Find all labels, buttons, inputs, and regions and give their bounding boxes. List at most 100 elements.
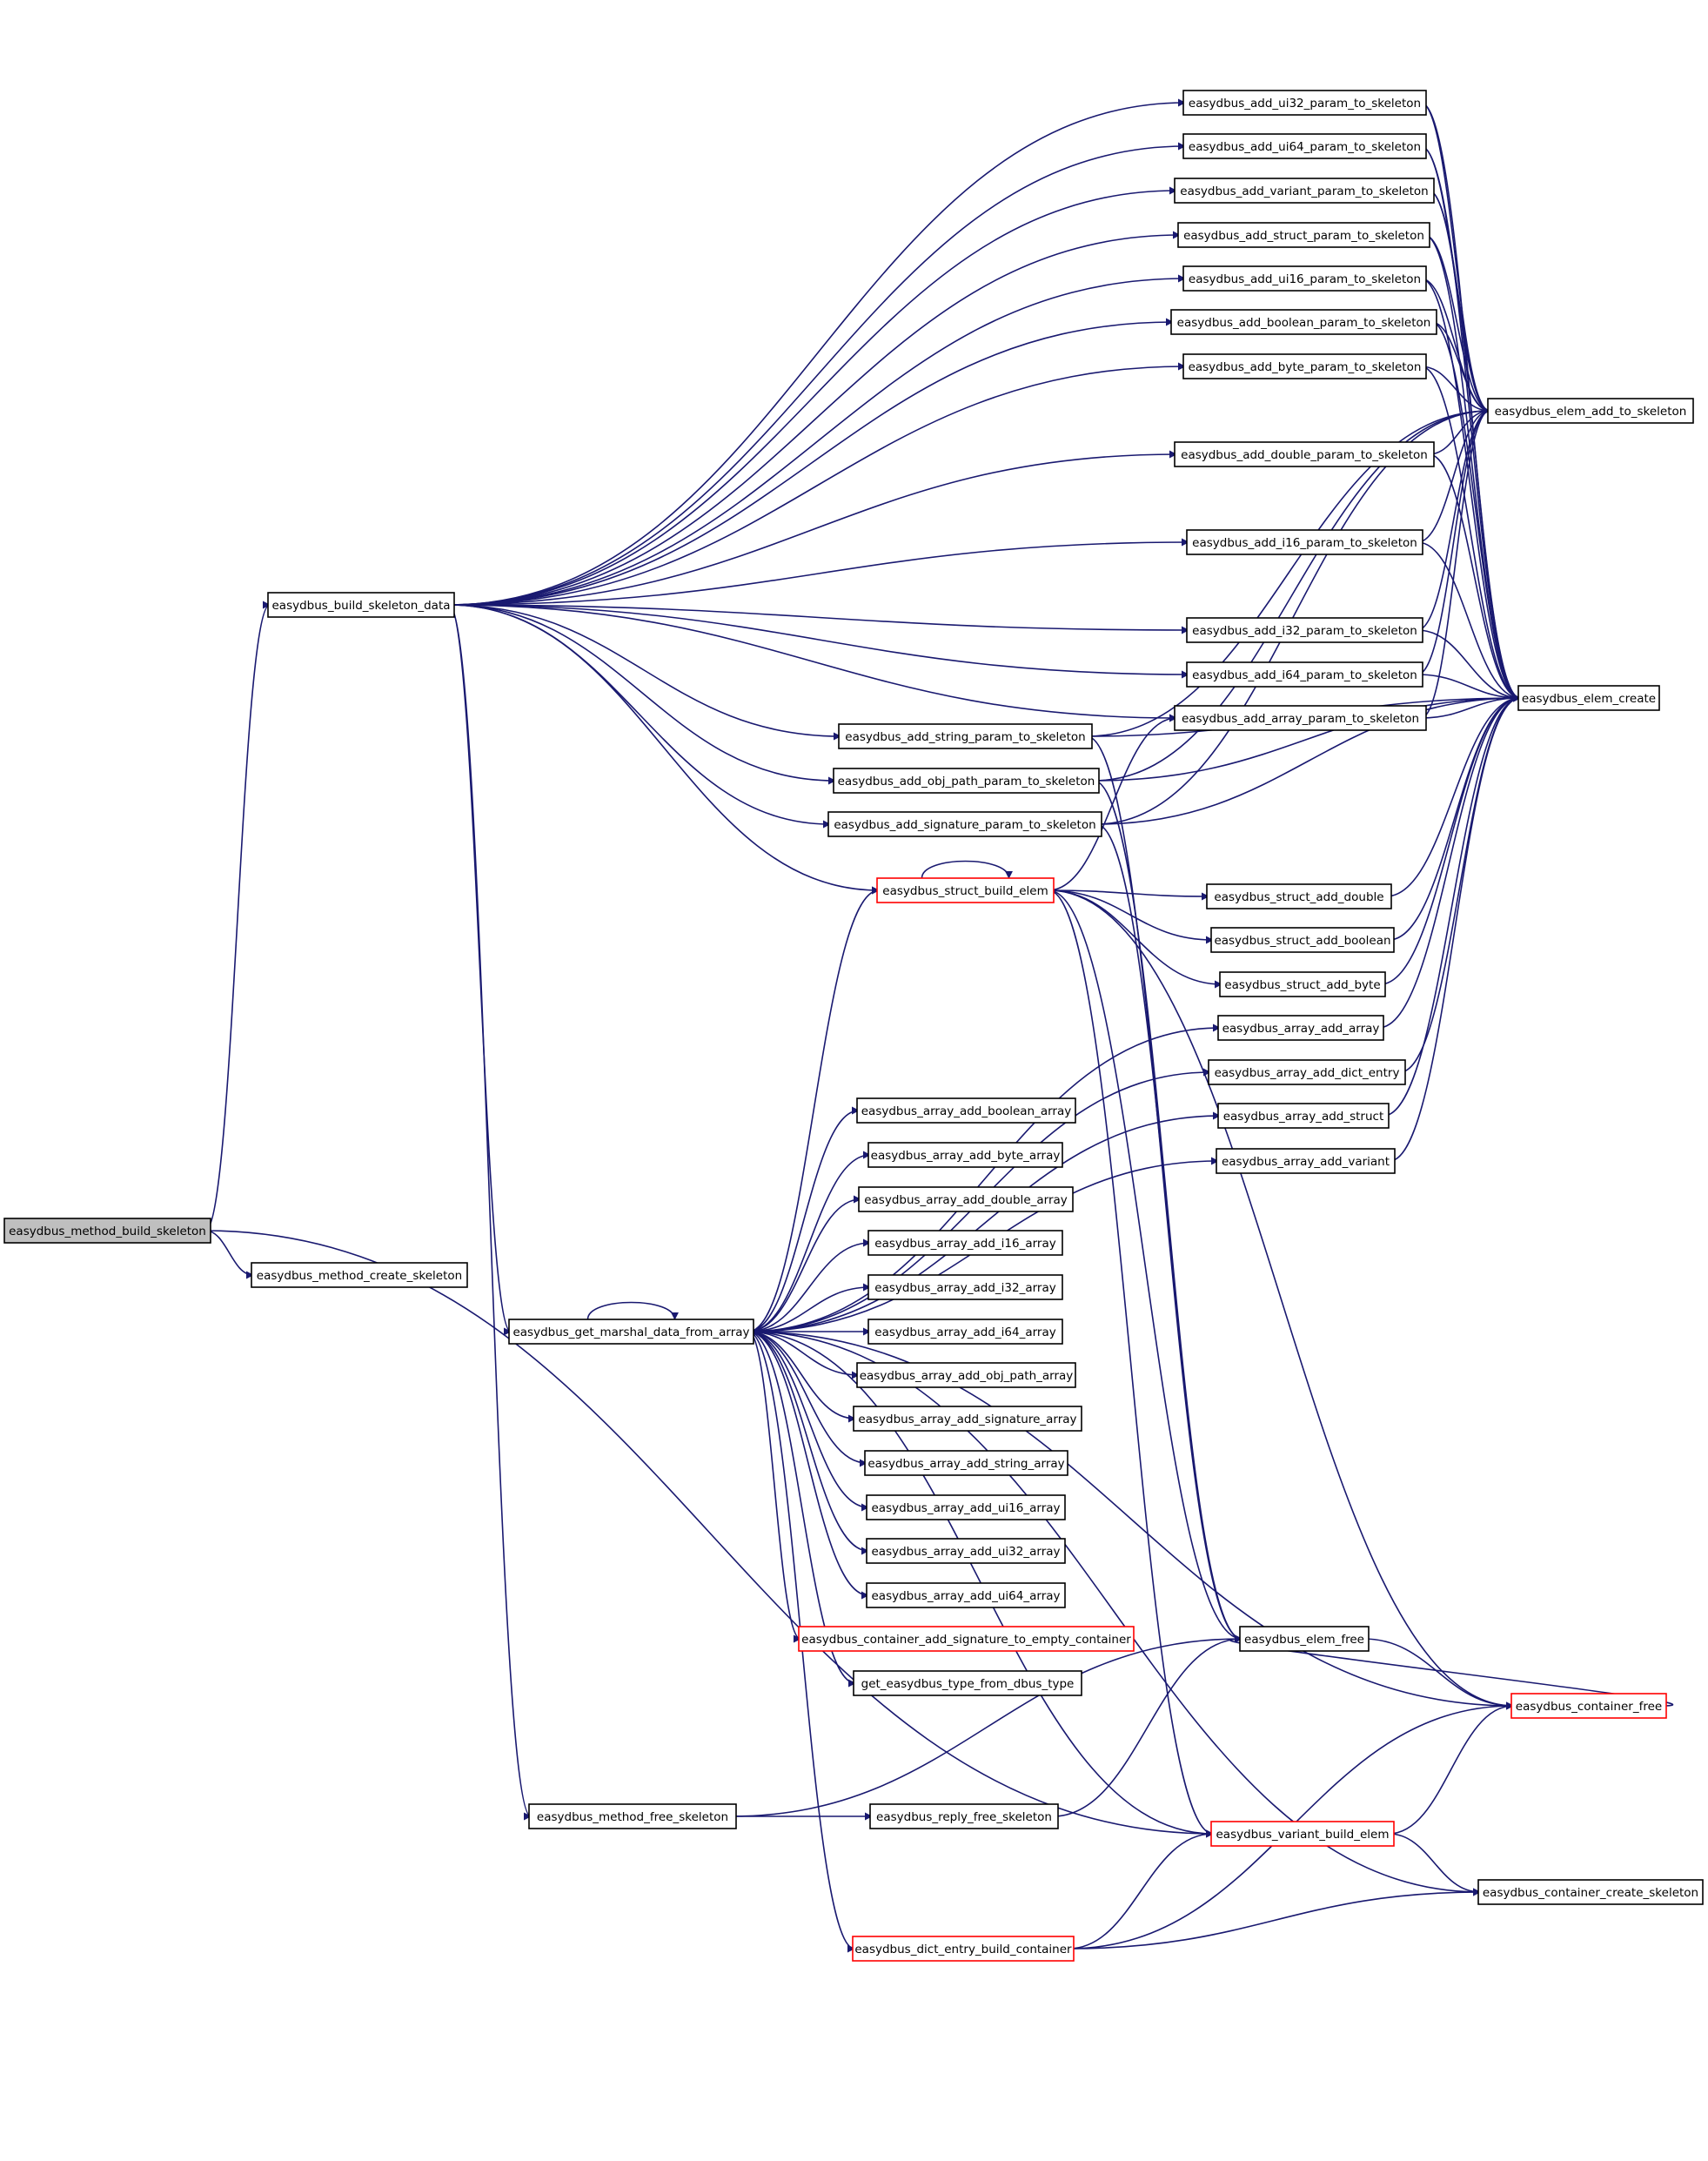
edge-easydbus_build_skeleton_data-to-easydbus_add_boolean_param_to_skeleton <box>448 318 1174 606</box>
node-easydbus_add_byte_param_to_skeleton[interactable]: easydbus_add_byte_param_to_skeleton <box>1182 353 1427 379</box>
node-easydbus_struct_add_double[interactable]: easydbus_struct_add_double <box>1206 883 1392 909</box>
edge-easydbus_get_marshal_data_from_array-to-easydbus_array_add_i32_array <box>747 1283 871 1332</box>
node-box <box>1182 353 1427 379</box>
node-label: easydbus_add_struct_param_to_skeleton <box>1183 229 1424 243</box>
node-easydbus_add_struct_param_to_skeleton[interactable]: easydbus_add_struct_param_to_skeleton <box>1177 222 1430 248</box>
node-label: easydbus_array_add_byte_array <box>871 1149 1061 1163</box>
node-box <box>833 768 1100 794</box>
edge-easydbus_add_i64_param_to_skeleton-to-easydbus_elem_create <box>1417 674 1521 702</box>
node-easydbus_variant_build_elem[interactable]: easydbus_variant_build_elem <box>1210 1821 1395 1847</box>
node-get_easydbus_type_from_dbus_type[interactable]: get_easydbus_type_from_dbus_type <box>853 1670 1082 1696</box>
node-easydbus_container_free[interactable]: easydbus_container_free <box>1510 1693 1667 1719</box>
node-easydbus_array_add_i32_array[interactable]: easydbus_array_add_i32_array <box>867 1274 1063 1300</box>
edge-easydbus_build_skeleton_data-to-easydbus_struct_build_elem <box>448 604 880 895</box>
node-label: easydbus_container_add_signature_to_empt… <box>801 1633 1131 1647</box>
node-easydbus_array_add_double_array[interactable]: easydbus_array_add_double_array <box>858 1186 1074 1212</box>
edge-easydbus_add_boolean_param_to_skeleton-to-easydbus_elem_create <box>1430 321 1521 702</box>
node-easydbus_add_i32_param_to_skeleton[interactable]: easydbus_add_i32_param_to_skeleton <box>1186 617 1423 643</box>
edge-easydbus_array_add_variant-to-easydbus_elem_create <box>1389 694 1521 1162</box>
node-easydbus_array_add_byte_array[interactable]: easydbus_array_add_byte_array <box>867 1142 1063 1168</box>
edge-easydbus_build_skeleton_data-to-easydbus_add_obj_path_param_to_skeleton <box>448 604 836 785</box>
node-label: easydbus_method_build_skeleton <box>9 1225 206 1238</box>
node-label: easydbus_add_variant_param_to_skeleton <box>1180 185 1428 198</box>
node-label: easydbus_add_boolean_param_to_skeleton <box>1177 316 1431 330</box>
edge-easydbus_build_skeleton_data-to-easydbus_add_struct_param_to_skeleton <box>448 231 1181 606</box>
node-easydbus_struct_add_boolean[interactable]: easydbus_struct_add_boolean <box>1210 927 1395 953</box>
node-easydbus_array_add_struct[interactable]: easydbus_array_add_struct <box>1217 1103 1390 1129</box>
node-label: easydbus_container_create_skeleton <box>1483 1886 1698 1900</box>
node-easydbus_add_ui64_param_to_skeleton[interactable]: easydbus_add_ui64_param_to_skeleton <box>1182 133 1427 159</box>
edge-easydbus_build_skeleton_data-to-easydbus_add_i32_param_to_skeleton <box>448 604 1189 634</box>
node-easydbus_method_create_skeleton[interactable]: easydbus_method_create_skeleton <box>251 1262 468 1288</box>
node-easydbus_add_boolean_param_to_skeleton[interactable]: easydbus_add_boolean_param_to_skeleton <box>1170 309 1437 335</box>
node-label: easydbus_array_add_signature_array <box>858 1413 1076 1426</box>
node-easydbus_add_i64_param_to_skeleton[interactable]: easydbus_add_i64_param_to_skeleton <box>1186 661 1423 688</box>
node-easydbus_array_add_variant[interactable]: easydbus_array_add_variant <box>1216 1148 1396 1174</box>
node-easydbus_add_ui16_param_to_skeleton[interactable]: easydbus_add_ui16_param_to_skeleton <box>1182 265 1427 292</box>
node-easydbus_build_skeleton_data[interactable]: easydbus_build_skeleton_data <box>267 592 455 618</box>
node-easydbus_method_free_skeleton[interactable]: easydbus_method_free_skeleton <box>528 1803 737 1829</box>
node-label: easydbus_struct_add_boolean <box>1214 934 1390 948</box>
node-easydbus_container_add_signature_to_empty_container[interactable]: easydbus_container_add_signature_to_empt… <box>798 1626 1135 1652</box>
edge-easydbus_get_marshal_data_from_array-to-easydbus_array_add_ui64_array <box>747 1331 869 1600</box>
node-easydbus_container_create_skeleton[interactable]: easydbus_container_create_skeleton <box>1477 1879 1704 1905</box>
node-easydbus_array_add_i64_array[interactable]: easydbus_array_add_i64_array <box>867 1319 1063 1345</box>
edge-easydbus_get_marshal_data_from_array-to-easydbus_get_marshal_data_from_array <box>586 1301 679 1320</box>
node-box <box>1174 441 1435 467</box>
node-easydbus_elem_free[interactable]: easydbus_elem_free <box>1239 1626 1370 1652</box>
node-box <box>1210 1821 1395 1847</box>
edge-easydbus_add_boolean_param_to_skeleton-to-easydbus_elem_add_to_skeleton <box>1430 321 1490 415</box>
node-easydbus_array_add_obj_path_array[interactable]: easydbus_array_add_obj_path_array <box>856 1362 1076 1388</box>
node-easydbus_struct_add_byte[interactable]: easydbus_struct_add_byte <box>1219 971 1386 997</box>
node-easydbus_add_obj_path_param_to_skeleton[interactable]: easydbus_add_obj_path_param_to_skeleton <box>833 768 1100 794</box>
node-label: easydbus_array_add_dict_entry <box>1215 1066 1400 1080</box>
node-easydbus_add_double_param_to_skeleton[interactable]: easydbus_add_double_param_to_skeleton <box>1174 441 1435 467</box>
node-label: easydbus_container_free <box>1516 1700 1662 1714</box>
node-easydbus_elem_create[interactable]: easydbus_elem_create <box>1517 685 1660 711</box>
node-easydbus_add_ui32_param_to_skeleton[interactable]: easydbus_add_ui32_param_to_skeleton <box>1182 90 1427 116</box>
node-easydbus_struct_build_elem[interactable]: easydbus_struct_build_elem <box>876 877 1055 903</box>
node-easydbus_array_add_signature_array[interactable]: easydbus_array_add_signature_array <box>853 1406 1082 1432</box>
edge-easydbus_array_add_dict_entry-to-easydbus_elem_create <box>1399 694 1521 1073</box>
node-easydbus_array_add_array[interactable]: easydbus_array_add_array <box>1217 1015 1384 1041</box>
edge-easydbus_add_ui16_param_to_skeleton-to-easydbus_elem_create <box>1420 278 1521 702</box>
node-easydbus_add_variant_param_to_skeleton[interactable]: easydbus_add_variant_param_to_skeleton <box>1174 178 1435 204</box>
node-box <box>852 1936 1075 1962</box>
node-easydbus_add_string_param_to_skeleton[interactable]: easydbus_add_string_param_to_skeleton <box>838 723 1093 749</box>
node-box <box>867 1230 1063 1256</box>
node-easydbus_array_add_string_array[interactable]: easydbus_array_add_string_array <box>864 1450 1068 1476</box>
node-easydbus_add_array_param_to_skeleton[interactable]: easydbus_add_array_param_to_skeleton <box>1174 705 1427 731</box>
node-easydbus_array_add_ui64_array[interactable]: easydbus_array_add_ui64_array <box>866 1582 1066 1608</box>
node-easydbus_add_signature_param_to_skeleton[interactable]: easydbus_add_signature_param_to_skeleton <box>827 811 1102 837</box>
node-box <box>856 1362 1076 1388</box>
node-box <box>1487 398 1694 424</box>
node-easydbus_reply_free_skeleton[interactable]: easydbus_reply_free_skeleton <box>869 1803 1059 1829</box>
node-label: easydbus_add_ui32_param_to_skeleton <box>1189 97 1421 111</box>
node-easydbus_dict_entry_build_container[interactable]: easydbus_dict_entry_build_container <box>852 1936 1075 1962</box>
node-easydbus_array_add_dict_entry[interactable]: easydbus_array_add_dict_entry <box>1208 1059 1406 1085</box>
edge-easydbus_variant_build_elem-to-easydbus_container_free <box>1388 1701 1514 1835</box>
node-easydbus_get_marshal_data_from_array[interactable]: easydbus_get_marshal_data_from_array <box>508 1319 754 1345</box>
node-easydbus_add_i16_param_to_skeleton[interactable]: easydbus_add_i16_param_to_skeleton <box>1186 529 1423 555</box>
node-box <box>1239 1626 1370 1652</box>
edge-easydbus_add_i32_param_to_skeleton-to-easydbus_elem_add_to_skeleton <box>1417 406 1490 631</box>
edge-easydbus_build_skeleton_data-to-easydbus_add_ui64_param_to_skeleton <box>448 142 1186 606</box>
node-label: easydbus_add_obj_path_param_to_skeleton <box>838 775 1095 789</box>
node-label: easydbus_struct_add_double <box>1214 890 1383 904</box>
node-easydbus_array_add_boolean_array[interactable]: easydbus_array_add_boolean_array <box>856 1097 1076 1124</box>
node-easydbus_array_add_ui32_array[interactable]: easydbus_array_add_ui32_array <box>866 1538 1066 1564</box>
node-easydbus_method_build_skeleton[interactable]: easydbus_method_build_skeleton <box>3 1218 211 1244</box>
edge-easydbus_get_marshal_data_from_array-to-easydbus_array_add_signature_array <box>747 1331 856 1423</box>
node-label: easydbus_array_add_obj_path_array <box>860 1369 1074 1383</box>
node-label: easydbus_struct_build_elem <box>882 884 1048 898</box>
edge-easydbus_dict_entry_build_container-to-easydbus_variant_build_elem <box>1068 1829 1214 1950</box>
node-label: easydbus_array_add_boolean_array <box>861 1104 1072 1118</box>
node-box <box>866 1494 1066 1520</box>
node-label: easydbus_array_add_i64_array <box>874 1325 1055 1339</box>
node-label: easydbus_add_byte_param_to_skeleton <box>1189 360 1422 374</box>
node-easydbus_elem_add_to_skeleton[interactable]: easydbus_elem_add_to_skeleton <box>1487 398 1694 424</box>
node-easydbus_array_add_i16_array[interactable]: easydbus_array_add_i16_array <box>867 1230 1063 1256</box>
edge-easydbus_struct_build_elem-to-easydbus_elem_free <box>1048 889 1242 1643</box>
node-easydbus_array_add_ui16_array[interactable]: easydbus_array_add_ui16_array <box>866 1494 1066 1520</box>
node-box <box>866 1538 1066 1564</box>
